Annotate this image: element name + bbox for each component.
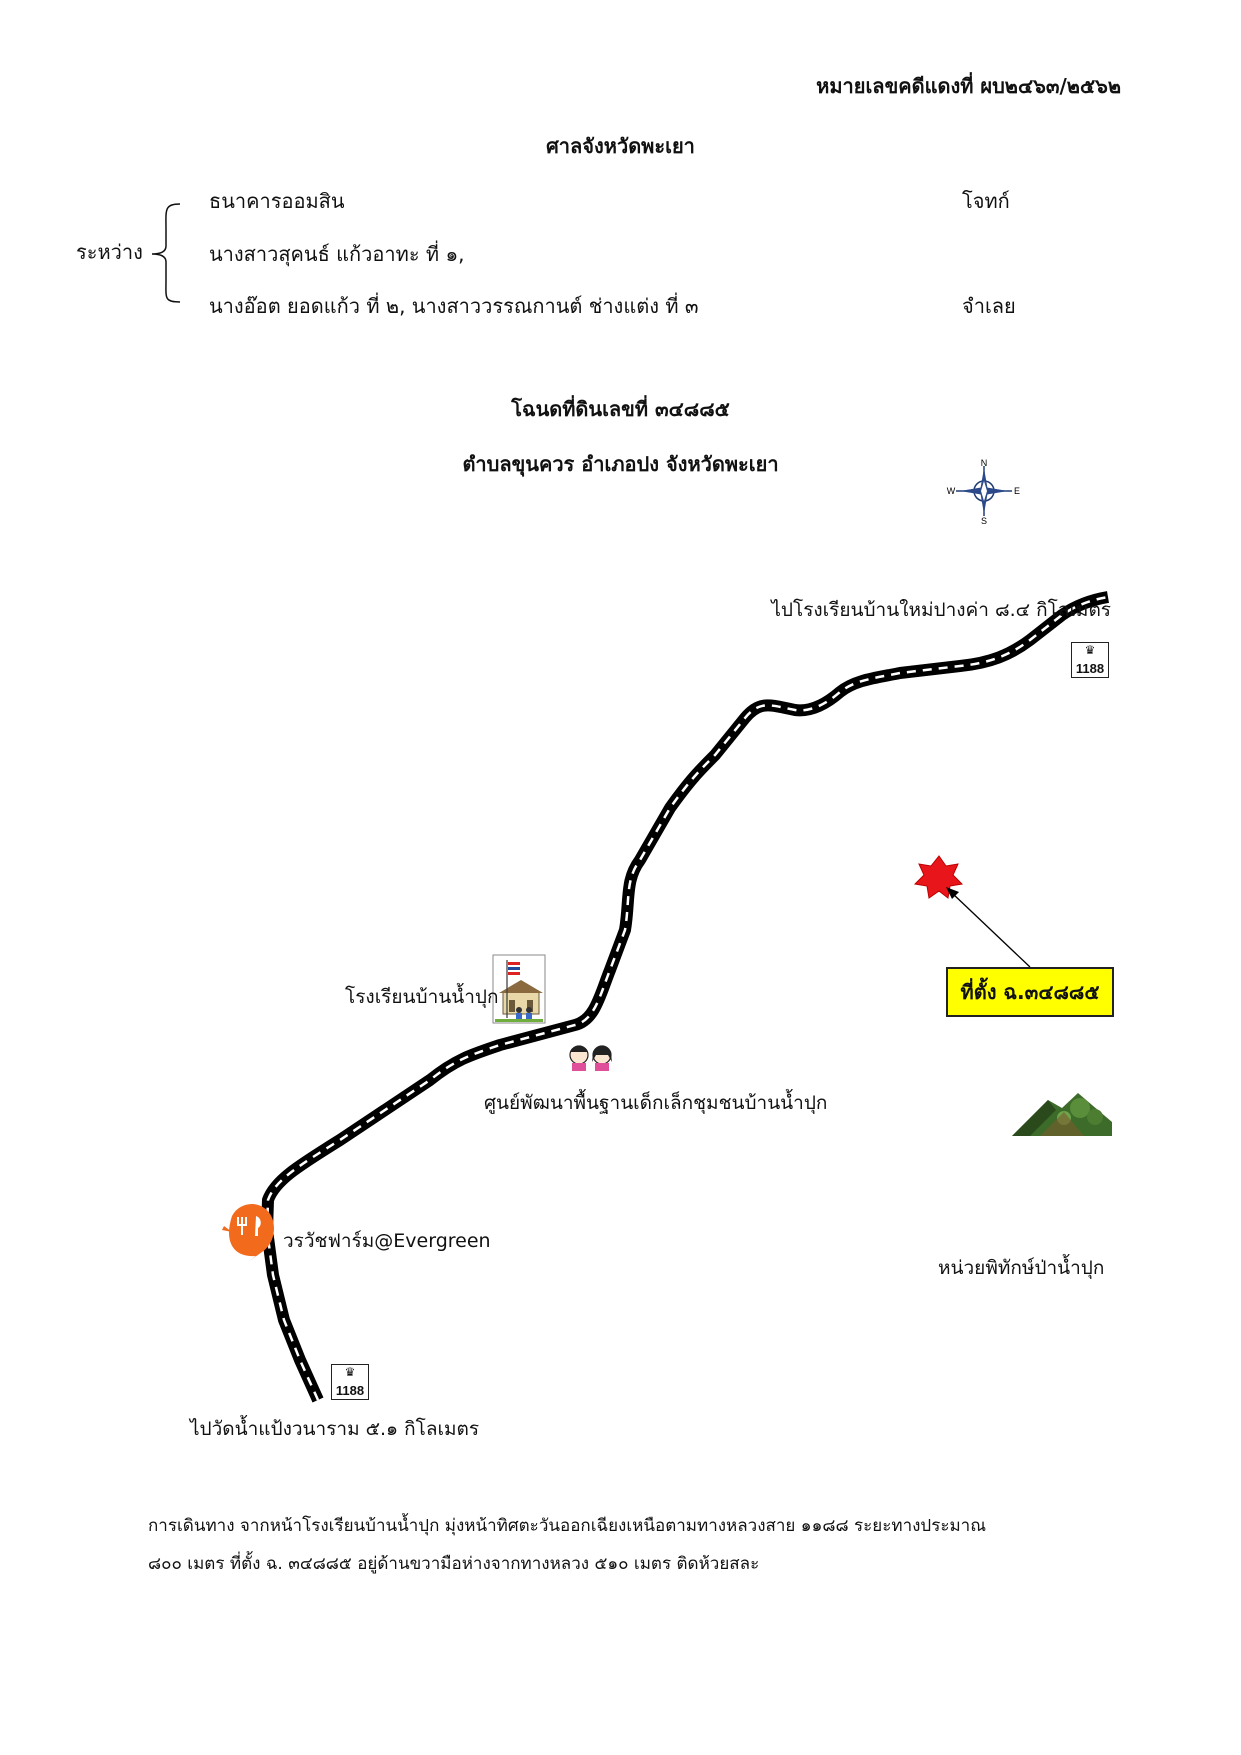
restaurant-label: วรวัชฟาร์ม@Evergreen: [283, 1230, 491, 1252]
highway-number-top: 1188: [1075, 661, 1105, 676]
bracket-icon: [151, 203, 181, 303]
deed-title: โฉนดที่ดินเลขที่ ๓๔๘๘๕: [511, 397, 730, 421]
court-name: ศาลจังหวัดพะเยา: [546, 134, 695, 158]
royal-emblem-icon: ♛: [344, 1365, 356, 1379]
highway-shield-bottom: ♛ 1188: [331, 1364, 369, 1400]
plaintiff-name: ธนาคารออมสิน: [209, 189, 345, 213]
royal-emblem-icon: ♛: [1084, 643, 1096, 657]
plaintiff-role: โจทก์: [962, 189, 1010, 213]
directions-line-2: ๘๐๐ เมตร ที่ตั้ง ฉ. ๓๔๘๘๕ อยู่ด้านขวามือ…: [148, 1554, 760, 1574]
highway-number-bottom: 1188: [335, 1383, 365, 1398]
compass-rose-icon: N S E W: [947, 458, 1020, 524]
pointer-arrow-line: [951, 892, 1031, 968]
between-label: ระหว่าง: [76, 240, 143, 264]
location-label-box: ที่ตั้ง ฉ.๓๔๘๘๕: [946, 967, 1114, 1017]
restaurant-icon: [222, 1204, 274, 1262]
road-center-line: [265, 595, 1109, 1401]
defendants-line-2: นางอ๊อต ยอดแก้ว ที่ ๒, นางสาววรรณกานต์ ช…: [209, 294, 699, 318]
location-star-icon: [913, 855, 964, 899]
school-label: โรงเรียนบ้านน้ำปุก: [345, 986, 499, 1008]
compass-w: W: [947, 486, 956, 496]
case-number: หมายเลขคดีแดงที่ ผบ๒๔๖๓/๒๕๖๒: [816, 74, 1121, 98]
forest-unit-label: หน่วยพิทักษ์ป่าน้ำปุก: [938, 1257, 1105, 1279]
defendants-line-1: นางสาวสุคนธ์ แก้วอาทะ ที่ ๑,: [209, 242, 465, 266]
compass-n: N: [981, 458, 988, 468]
highway-shield-top: ♛ 1188: [1071, 642, 1109, 678]
school-icon: [492, 954, 546, 1024]
pointer-arrowhead-icon: [946, 887, 959, 899]
defendant-role: จำเลย: [962, 294, 1016, 318]
direction-label-top: ไปโรงเรียนบ้านใหม่ปางค่า ๘.๔ กิโลเมตร: [771, 599, 1111, 621]
child-center-label: ศูนย์พัฒนาพื้นฐานเด็กเล็กชุมชนบ้านน้ำปุก: [484, 1092, 828, 1114]
directions-line-1: การเดินทาง จากหน้าโรงเรียนบ้านน้ำปุก มุ่…: [148, 1516, 986, 1536]
direction-label-bottom: ไปวัดน้ำแป้งวนาราม ๕.๑ กิโลเมตร: [190, 1418, 480, 1440]
location-title: ตำบลขุนควร อำเภอปง จังหวัดพะเยา: [462, 452, 779, 476]
children-icon: [569, 1045, 612, 1071]
compass-e: E: [1014, 486, 1020, 496]
mountain-forest-icon: [1012, 1093, 1112, 1136]
compass-s: S: [981, 516, 987, 524]
